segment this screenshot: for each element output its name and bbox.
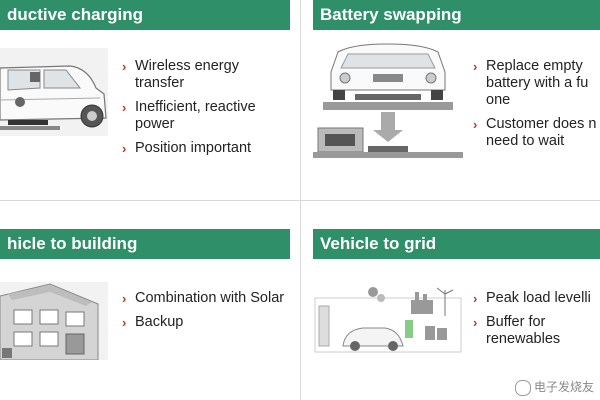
battery-swapping-illustration [313,42,463,172]
list-item: ›Peak load levelli [473,290,591,306]
list-item: ›Position important [122,140,252,156]
panel-title-building: hicle to building [7,234,138,253]
watermark: 电子发烧友 [514,378,594,396]
list-item: ›Wireless energy transfer [122,58,239,91]
chevron-right-icon: › [473,117,478,132]
grid-network-icon [314,287,462,353]
chevron-right-icon: › [122,59,127,74]
chevron-right-icon: › [122,100,127,115]
list-item: ›Buffer for renewables [473,314,561,347]
battery-swap-icon [313,43,463,158]
panel-header-grid: Vehicle to grid [313,229,600,259]
chevron-right-icon: › [122,291,127,306]
panel-header-inductive: ductive charging [0,0,290,30]
chevron-right-icon: › [122,141,127,156]
panel-title-swapping: Battery swapping [320,5,462,24]
chevron-right-icon: › [122,315,127,330]
panel-header-swapping: Battery swapping [313,0,600,30]
chevron-right-icon: › [473,59,478,74]
watermark-logo-icon [514,380,531,396]
house-solar-icon [0,283,99,360]
list-item: ›Backup [122,314,184,330]
chevron-right-icon: › [473,291,478,306]
building-bullet-list: ›Combination with Solar ›Backup [122,290,292,338]
panel-header-building: hicle to building [0,229,290,259]
vehicle-to-grid-illustration [313,286,463,356]
swapping-bullet-list: ›Replace empty battery with a fu one ›Cu… [473,58,600,157]
grid-bullet-list: ›Peak load levelli ›Buffer for renewable… [473,290,600,355]
car-charging-icon [0,65,107,130]
list-item: ›Replace empty battery with a fu one [473,58,589,108]
horizontal-divider [0,200,600,201]
list-item: ›Combination with Solar [122,290,285,306]
chevron-right-icon: › [473,315,478,330]
list-item: ›Inefficient, reactive power [122,99,256,132]
panel-title-grid: Vehicle to grid [320,234,437,253]
list-item: ›Customer does n need to wait [473,116,597,149]
vehicle-to-building-illustration [0,282,108,360]
inductive-charging-illustration [0,48,108,136]
inductive-bullet-list: ›Wireless energy transfer ›Inefficient, … [122,58,292,164]
panel-title-inductive: ductive charging [7,5,144,24]
